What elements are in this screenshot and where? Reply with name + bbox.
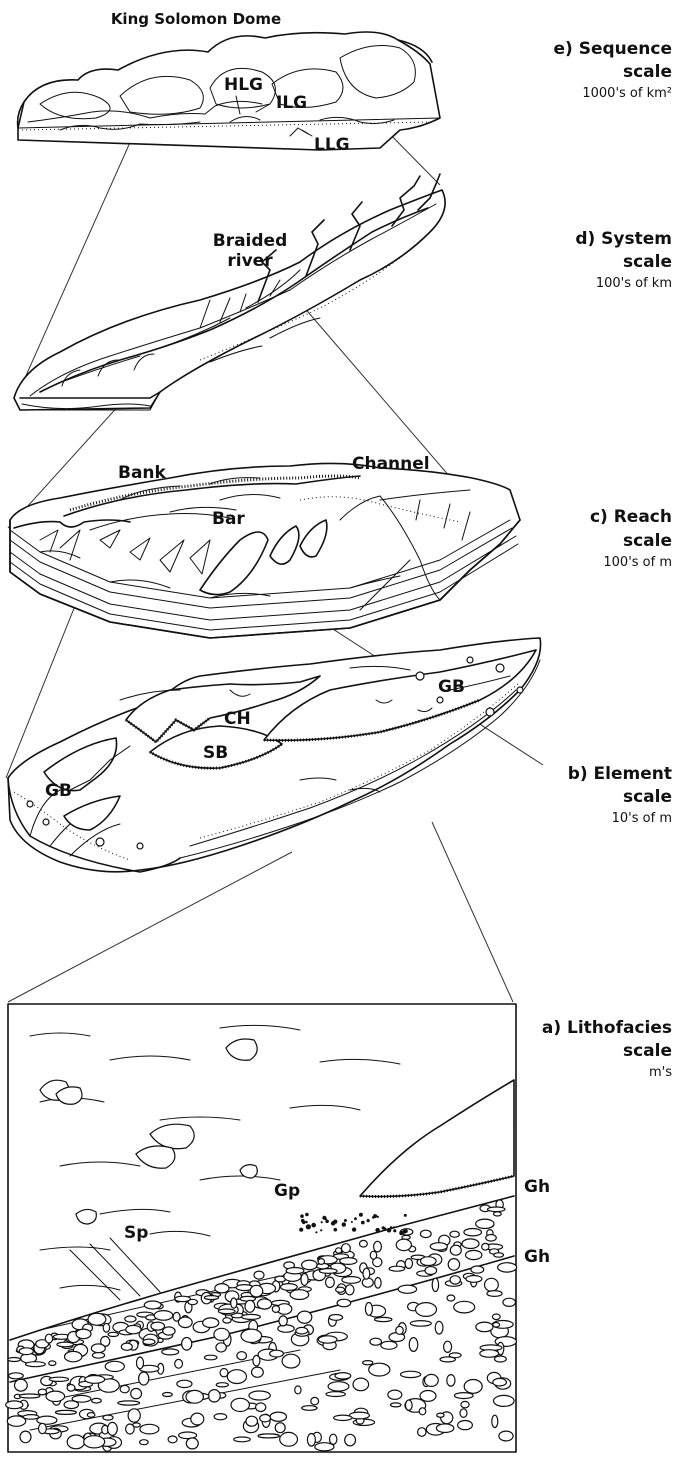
label-river: river <box>227 251 273 271</box>
scale-label-lithofacies: a) Lithofacies scale m's <box>542 1018 672 1080</box>
scale-extent: 100's of m <box>603 555 672 570</box>
scale-label-sequence: e) Sequence scale 1000's of km² <box>553 39 672 101</box>
label-gh-lower: Gh <box>524 1247 550 1267</box>
scale-label-system: d) System scale 100's of km <box>575 229 672 291</box>
scale-label-element: b) Element scale 10's of m <box>568 764 672 826</box>
scale-extent: 10's of m <box>612 811 672 826</box>
label-braided: Braided <box>213 231 288 251</box>
element-block <box>8 638 541 872</box>
label-hlg: HLG <box>224 75 263 95</box>
label-gh-upper: Gh <box>524 1177 550 1197</box>
label-gb-right: GB <box>438 677 465 697</box>
scale-heading: a) Lithofacies <box>542 1018 672 1038</box>
scale-heading: d) System <box>575 229 672 249</box>
scale-word: scale <box>623 1041 672 1061</box>
reach-block <box>10 463 520 638</box>
label-ch: CH <box>224 709 251 729</box>
scale-word: scale <box>623 531 672 551</box>
scale-extent: 1000's of km² <box>582 86 672 101</box>
scale-heading: b) Element <box>568 764 672 784</box>
label-ilg: ILG <box>276 93 307 113</box>
scale-extent: 100's of km <box>596 276 672 291</box>
scale-word: scale <box>623 62 672 82</box>
figure-title: King Solomon Dome <box>111 10 281 28</box>
label-gp: Gp <box>274 1181 300 1201</box>
label-bank: Bank <box>118 463 167 483</box>
scale-heading: e) Sequence <box>553 39 672 59</box>
label-gb-left: GB <box>45 781 72 801</box>
scale-word: scale <box>623 787 672 807</box>
label-sb: SB <box>203 743 228 763</box>
label-sp: Sp <box>124 1223 148 1243</box>
label-bar: Bar <box>212 509 245 529</box>
label-llg: LLG <box>314 135 350 155</box>
scale-label-reach: c) Reach scale 100's of m <box>590 507 672 570</box>
label-channel: Channel <box>352 454 430 474</box>
scale-extent: m's <box>649 1065 672 1080</box>
scale-heading: c) Reach <box>590 507 672 527</box>
system-block <box>14 174 445 410</box>
scale-word: scale <box>623 252 672 272</box>
